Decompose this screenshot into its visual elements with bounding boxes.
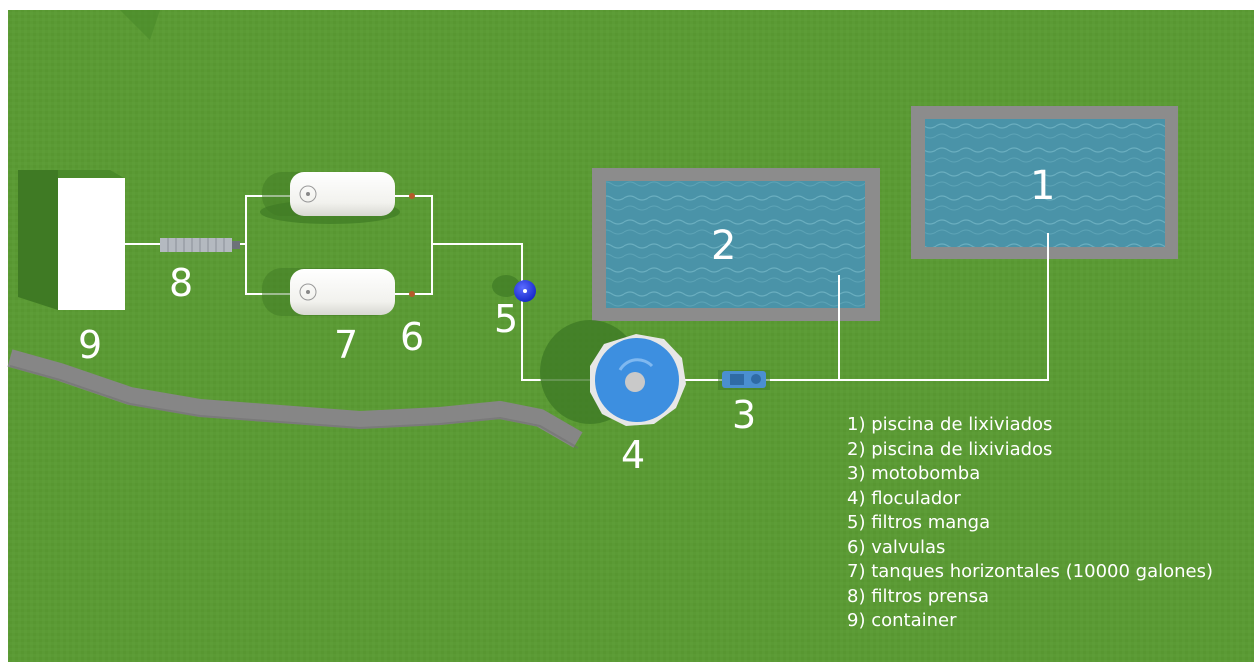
container: [18, 170, 125, 310]
label-5: 5: [494, 300, 518, 338]
label-7: 7: [334, 326, 358, 364]
legend: 1) piscina de lixiviados 2) piscina de l…: [847, 413, 1213, 634]
legend-item-9: 9) container: [847, 609, 1213, 634]
tank-top: [260, 172, 400, 224]
legend-item-6: 6) valvulas: [847, 536, 1213, 561]
legend-item-2: 2) piscina de lixiviados: [847, 438, 1213, 463]
legend-item-7: 7) tanques horizontales (10000 galones): [847, 560, 1213, 585]
legend-item-5: 5) filtros manga: [847, 511, 1213, 536]
label-2: 2: [711, 226, 736, 266]
label-6: 6: [400, 318, 424, 356]
filter-press: [160, 238, 240, 252]
tank-bottom: [262, 268, 395, 316]
legend-item-1: 1) piscina de lixiviados: [847, 413, 1213, 438]
label-4: 4: [621, 436, 645, 474]
legend-item-3: 3) motobomba: [847, 462, 1213, 487]
legend-item-8: 8) filtros prensa: [847, 585, 1213, 610]
label-3: 3: [732, 396, 756, 434]
pump: [718, 370, 770, 390]
label-1: 1: [1030, 166, 1055, 206]
label-9: 9: [78, 326, 102, 364]
valve-top: [409, 193, 415, 199]
legend-item-4: 4) floculador: [847, 487, 1213, 512]
label-8: 8: [169, 264, 193, 302]
valve-bottom: [409, 291, 415, 297]
